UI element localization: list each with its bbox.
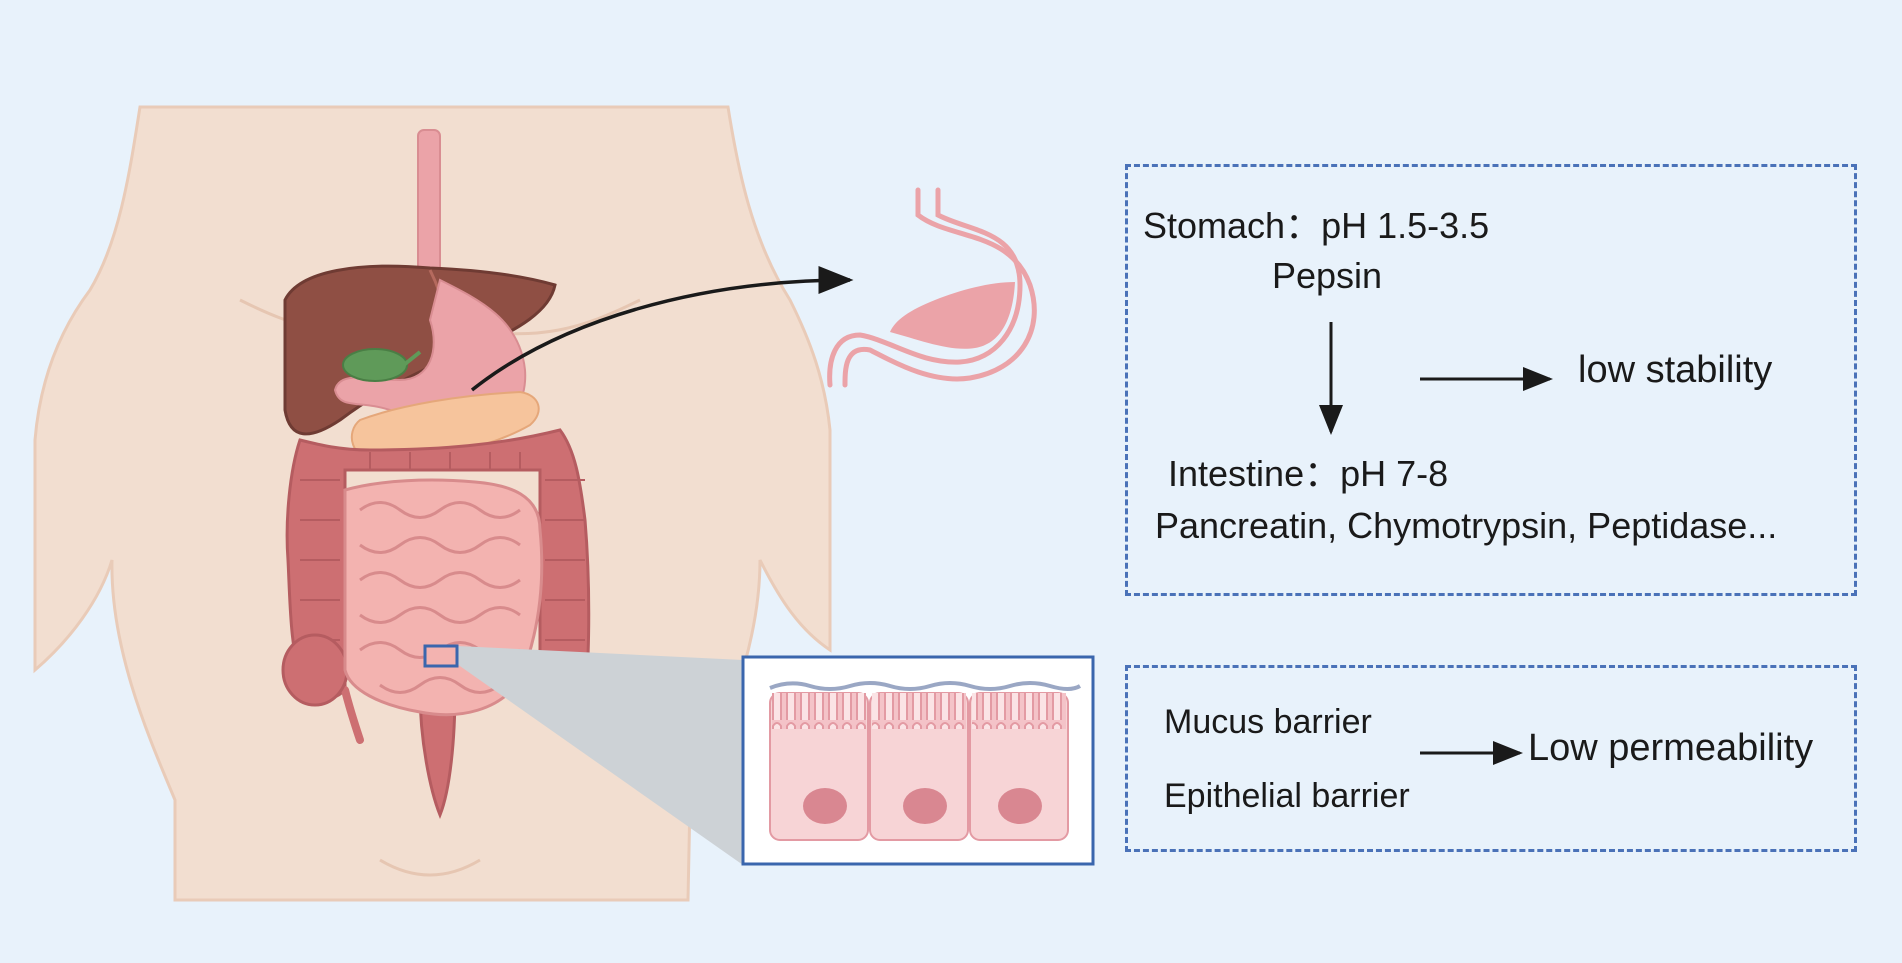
intestine-ph-label: Intestine：pH 7-8	[1168, 453, 1449, 494]
low-stability-label: low stability	[1578, 349, 1773, 391]
epithelial-barrier-label: Epithelial barrier	[1164, 777, 1410, 815]
stomach-ph-label: Stomach：pH 1.5-3.5	[1143, 205, 1490, 246]
pepsin-label: Pepsin	[1272, 255, 1383, 296]
epithelial-cells	[769, 681, 1082, 841]
gallbladder	[342, 348, 408, 382]
rectum	[418, 688, 457, 820]
zoom-wedge	[457, 646, 743, 865]
low-permeability-label: Low permeability	[1528, 727, 1814, 769]
stomach-icon-fill	[890, 282, 1015, 349]
mucus-barrier-label: Mucus barrier	[1164, 703, 1372, 741]
intestinal-enzymes-label: Pancreatin, Chymotrypsin, Peptidase...	[1155, 505, 1778, 546]
cell-nucleus	[998, 788, 1042, 824]
zoom-highlight-box	[423, 644, 459, 668]
stomach-icon	[827, 187, 1037, 388]
cell-nucleus	[803, 788, 847, 824]
esophagus	[417, 129, 441, 281]
stomach-pointer-arrow	[470, 266, 854, 392]
cell-nucleus	[903, 788, 947, 824]
barrier-info-box	[1125, 665, 1857, 852]
digestion-info-box	[1125, 164, 1857, 596]
appendix	[341, 686, 364, 744]
